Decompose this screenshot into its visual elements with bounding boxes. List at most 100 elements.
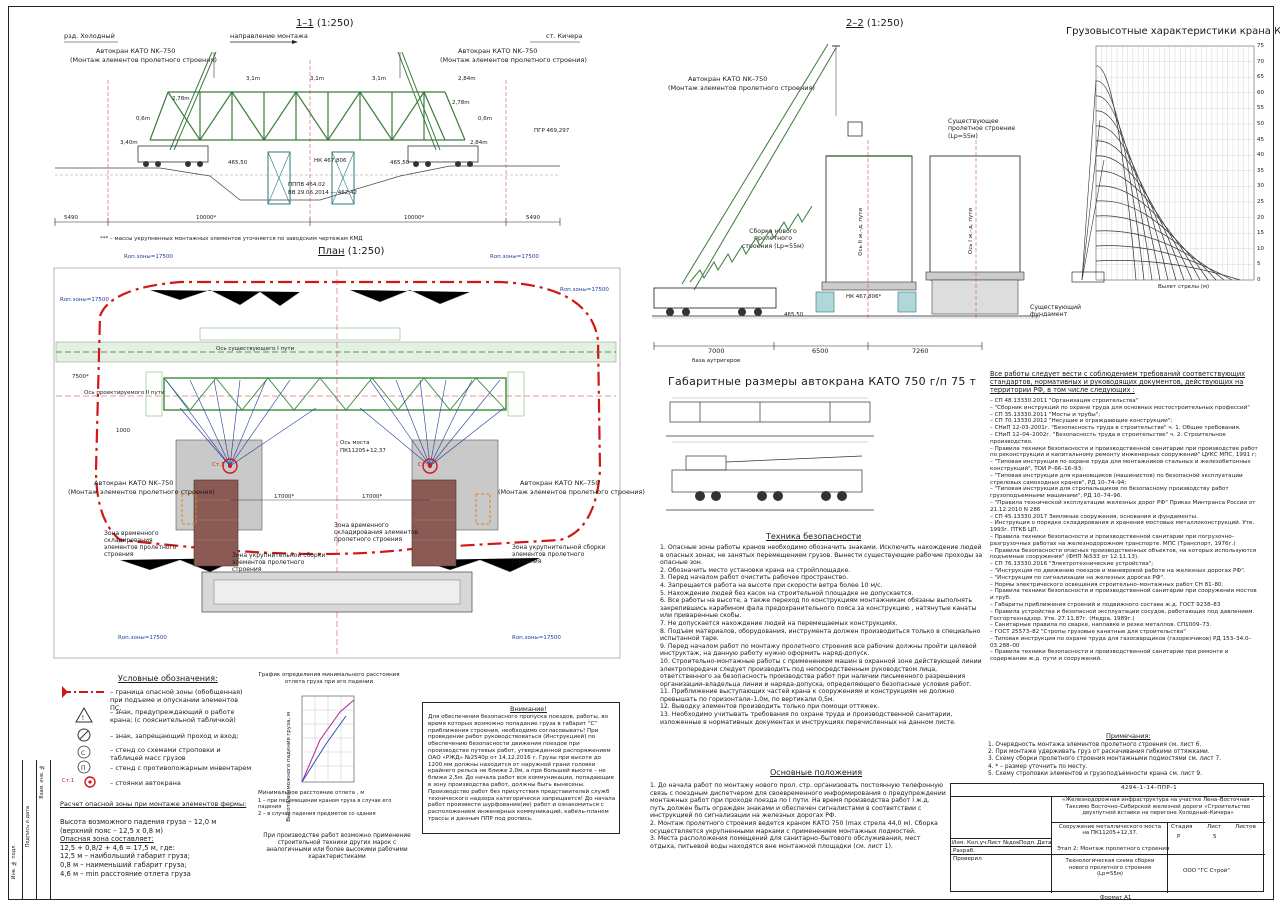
- crane-left-sub: (Монтаж элементов пролетного строения): [70, 56, 217, 64]
- plan-storage-left: Зона временного складирования элементов …: [104, 530, 177, 558]
- mark-nk: НК 467,806: [314, 158, 347, 164]
- sidebar-inv: Инв. № подл.: [11, 844, 17, 880]
- dim-5490-left: 5490: [64, 215, 78, 221]
- legend-item-sling-stand: – стенд со схемами строповки и таблицей …: [110, 746, 221, 762]
- s22-outrigger: база аутригеров: [692, 358, 741, 364]
- svg-text:П: П: [81, 765, 86, 772]
- stamp-sheet-label: Лист: [1207, 824, 1222, 830]
- dim-10000-right: 10000*: [404, 215, 425, 221]
- s22-crane-sub: (Монтаж элементов пролетного строения): [668, 84, 815, 92]
- crane-right-label: Автокран КАТО NK–750: [458, 47, 538, 55]
- stamp-hdr-doc: №док.: [1003, 840, 1022, 846]
- dim-5490-right: 5490: [526, 215, 540, 221]
- legend-item-crane-sign: – знак, предупреждающий о работе крана; …: [110, 708, 236, 724]
- span-2-84-b: 2,84m: [470, 140, 488, 146]
- graph-xlabel: Минимальное расстояние отлета , м: [258, 790, 365, 796]
- stamp-company: ООО "ГС Строй": [1183, 868, 1231, 874]
- s22-existing-span: Существующее пролетное строение (Lр=55м): [948, 118, 1016, 140]
- norms-list: – СП 48.13330.2011 "Организация строител…: [990, 398, 1258, 663]
- mark-465-right: 465,50: [390, 160, 410, 166]
- remarks-title: Примечания:: [1106, 732, 1151, 740]
- stamp-hdr-date: Дата: [1037, 840, 1052, 846]
- crane-chart-ytick: 45: [1257, 136, 1264, 143]
- calc-body: Высота возможного падения груза – 12,0 м…: [60, 818, 217, 878]
- norms-title: Все работы следует вести с соблюдением т…: [990, 370, 1246, 394]
- section-11-title: 1–1 (1:250): [296, 18, 354, 29]
- plan-zone-label-6: Rоп.зоны=17500: [512, 635, 561, 641]
- stamp-hdr-kol: Кол.уч: [967, 840, 987, 846]
- legend-item-zone: – граница опасной зоны (обобщенная) при …: [110, 688, 243, 712]
- s22-dim-7260: 7260: [912, 347, 929, 355]
- graph-notes: 1 – при перемещении краном груза в случа…: [258, 798, 392, 817]
- sidebar-sign: Подпись и дата: [25, 806, 31, 848]
- s22-dim-7000: 7000: [708, 347, 725, 355]
- mark-465-left: 465,50: [228, 160, 248, 166]
- section-22-title: 2–2 (1:250): [846, 18, 904, 29]
- plan-assembly-right: Зона укрупнительной сборки элементов про…: [512, 544, 606, 565]
- plan-zone-label-3: Rоп.зоны=17500: [60, 297, 109, 303]
- crane-chart-boom-curve: [1095, 140, 1177, 281]
- plan-dim-7500: 7500*: [72, 374, 89, 380]
- crane-chart-ytick: 50: [1257, 121, 1264, 127]
- stamp-stage-label: Стадия: [1171, 824, 1193, 830]
- crane-chart-ytick: 75: [1257, 43, 1264, 49]
- legend-stop-label: Ст.1: [62, 778, 75, 784]
- left-station-label: рзд. Холодный: [64, 32, 115, 40]
- crane-chart-ytick: 5: [1257, 261, 1261, 268]
- crane-chart-boom-curve: [1095, 125, 1169, 281]
- sidebar-replace: Взам. инв. №: [39, 764, 45, 799]
- plan-dim-1000: 1000: [116, 428, 130, 434]
- drawing-sheet: [8, 6, 1274, 900]
- s22-crane-label: Автокран КАТО NK–750: [688, 75, 768, 83]
- plan-axis-existing: Ось существующего I пути: [216, 346, 295, 352]
- plan-axis-bridge: Ось моста: [340, 440, 370, 446]
- legend-item-crane-stop: – стоянки автокрана: [110, 779, 181, 787]
- stamp-hdr-sign: Подп.: [1019, 840, 1036, 846]
- stamp-drawing: Технологическая схема сборки нового прол…: [1065, 858, 1155, 878]
- crane-chart-ytick: 65: [1257, 74, 1264, 81]
- s22-foundation: Существующий фундамент: [1030, 304, 1082, 319]
- mark-pgr: ПГР 469,297: [534, 128, 570, 134]
- crane-chart-ytick: 0: [1257, 277, 1261, 283]
- span-0-6-b: 0,6m: [478, 116, 493, 122]
- plan-crane-right-sub: (Монтаж элементов пролетного строения): [498, 488, 645, 496]
- crane-chart-ytick: 35: [1257, 167, 1264, 174]
- crane-alt-note: При производстве работ возможно применен…: [263, 833, 411, 860]
- section11-footnote: *** – массы укрупненных монтажных элемен…: [100, 236, 363, 242]
- stamp-stage-title: Этап 2: Монтаж пролетного строения: [1057, 846, 1170, 852]
- stamp-role-dev: Разраб.: [953, 848, 975, 854]
- crane-left-label: Автокран КАТО NK–750: [96, 47, 176, 55]
- stamp-object: Сооружение металлического моста на ПК112…: [1058, 824, 1162, 837]
- crane-chart-ytick: 40: [1257, 152, 1264, 159]
- crane-chart-boom-curve: [1095, 95, 1153, 281]
- svg-text:!: !: [82, 714, 85, 722]
- plan-zone-label-2: Rоп.зоны=17500: [490, 254, 539, 260]
- plan-storage-mid: Зона временного складирования элементов …: [334, 522, 419, 543]
- stamp-stage-value: Р: [1177, 834, 1181, 840]
- graph-title: График определения минимального расстоян…: [258, 672, 400, 685]
- crane-chart-boom-curve: [1095, 185, 1201, 281]
- legend-title: Условные обозначения:: [118, 674, 218, 683]
- plan-stop-right: Ст.1: [418, 462, 431, 468]
- mark-pppv: ПППВ 464.02: [288, 182, 326, 188]
- plan-zone-label-1: Rоп.зоны=17500: [124, 254, 173, 260]
- plan-stop-left: Ст.1: [212, 462, 225, 468]
- plan-axis-projected: Ось проектируемого II пути: [84, 390, 165, 396]
- span-2-78-b: 2,78m: [452, 100, 470, 106]
- span-2-78-a: 2,78m: [172, 96, 190, 102]
- plan-dim-17000-left: 17000*: [274, 494, 295, 500]
- plan-zone-label-5: Rоп.зоны=17500: [118, 635, 167, 641]
- safety-list: 1. Опасные зоны работы кранов необходимо…: [660, 544, 983, 726]
- crane-chart-ytick: 15: [1257, 230, 1264, 237]
- crane-chart-ytick: 10: [1257, 245, 1264, 252]
- span-3-40: 3,40m: [120, 140, 138, 146]
- attention-box: [422, 702, 620, 834]
- remarks-list: 1. Очередность монтажа элементов пролетн…: [988, 742, 1222, 777]
- stamp-sheet-value: 5: [1213, 834, 1217, 840]
- crane-chart-ytick: 20: [1257, 214, 1264, 221]
